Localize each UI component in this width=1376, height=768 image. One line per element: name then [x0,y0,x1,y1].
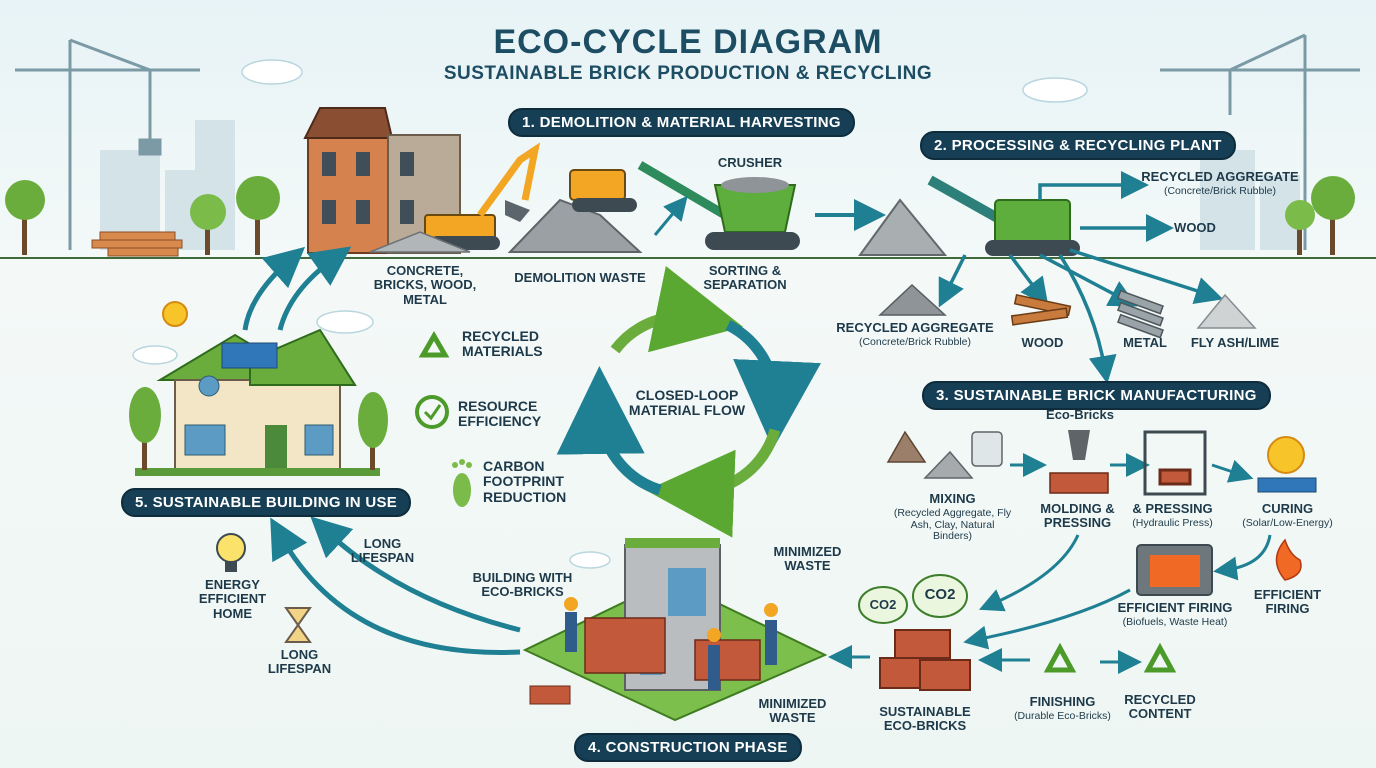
stage-3-label: 3. SUSTAINABLE BRICK MANUFACTURING [922,381,1271,410]
demolition-waste-label: DEMOLITION WASTE [514,270,646,285]
lumber-stack-icon [91,231,183,257]
hydraulic-press-icon [1143,430,1207,496]
hourglass-icon [284,607,312,643]
wood-label: WOOD [1021,335,1064,350]
lightbulb-icon [216,533,246,572]
loader-icon [569,169,637,212]
metal-bars-icon [1116,289,1164,339]
solar-curing-icon [1257,436,1317,493]
recycling-plant-icon [858,175,1080,256]
finishing-label: FINISHING(Durable Eco-Bricks) [1014,694,1111,723]
fly-ash-pile-icon [1196,293,1257,329]
diagram-subtitle: SUSTAINABLE BRICK PRODUCTION & RECYCLING [443,63,933,84]
co2-label-b: CO2 [924,586,956,603]
plant-output-arrows [938,171,1224,384]
house-trees-icon [129,387,388,470]
recycled-aggregate-label: RECYCLED AGGREGATE(Concrete/Brick Rubble… [836,320,994,349]
closed-loop-label: CLOSED-LOOP MATERIAL FLOW [628,387,746,419]
molding-label: MOLDING & PRESSING [1040,501,1115,531]
minimized-waste-top-label: MINIMIZED WASTE [773,544,842,574]
efficient-firing-label: EFFICIENT FIRING(Biofuels, Waste Heat) [1117,600,1233,629]
pressing-label: & PRESSING(Hydraulic Press) [1132,501,1213,530]
kiln-icon [1136,544,1213,596]
co2-cloud-icons [858,574,968,624]
footprint-icon [452,459,472,507]
fly-ash-label: FLY ASH/LIME [1190,335,1280,350]
manufacturing-arrows [828,453,1272,674]
cloud-icons [132,59,1088,569]
eco-bricks-label: Eco-Bricks [1046,407,1114,422]
energy-efficient-home-label: ENERGY EFFICIENT HOME [198,577,267,621]
demolished-building-icon [303,107,461,254]
co2-label-a: CO2 [869,597,897,612]
aggregate-pile-icon [878,283,947,316]
long-lifespan-arrow-label: LONG LIFESPAN [350,536,415,566]
skyline-right [1200,150,1300,250]
stage-1-label: 1. DEMOLITION & MATERIAL HARVESTING [508,108,855,137]
stage-5-label: 5. SUSTAINABLE BUILDING IN USE [121,488,412,517]
mixing-label: MIXING(Recycled Aggregate, Fly Ash, Clay… [893,491,1012,543]
eco-bricks-stack-icon [879,629,971,691]
lifecycle-arrows [242,246,521,655]
recycled-aggregate-top-label: RECYCLED AGGREGATE(Concrete/Brick Rubble… [1141,169,1299,198]
wood-top-label: WOOD [1174,220,1216,235]
long-lifespan-label: LONG LIFESPAN [267,647,332,677]
building-with-eco-bricks-label: BUILDING WITH ECO-BRICKS [472,570,573,600]
demolition-materials-label: CONCRETE, BRICKS, WOOD, METAL [373,263,477,307]
stage-2-label: 2. PROCESSING & RECYCLING PLANT [920,131,1236,160]
wood-planks-icon [1010,294,1072,326]
sorting-label: SORTING & SEPARATION [703,263,787,293]
crusher-label: CRUSHER [717,155,783,170]
tree-icons [5,176,1355,255]
sustainable-eco-bricks-label: SUSTAINABLE ECO-BRICKS [879,704,971,734]
mixing-materials-icon [886,430,1003,479]
recycled-content-label: RECYCLED CONTENT [1124,692,1196,722]
curing-label: CURING(Solar/Low-Energy) [1242,501,1333,530]
closed-loop-icon [556,266,821,538]
efficient-firing-2-label: EFFICIENT FIRING [1253,587,1322,617]
excavator-icon [424,142,541,250]
crusher-machine-icon [637,161,800,250]
rubble-pile-icon [369,198,643,253]
construction-site-icon [522,538,828,722]
flame-icon [1275,538,1302,581]
diagram-title: ECO-CYCLE DIAGRAM [493,23,883,61]
minimized-waste-bottom-label: MINIMIZED WASTE [758,696,827,726]
crane-left-icon [15,38,200,250]
eco-house-icon [135,328,380,476]
sun-icon [162,301,188,327]
worker-icons [564,597,778,690]
resource-efficiency-icon [415,395,449,429]
mold-icon [1049,430,1109,494]
metal-label: METAL [1123,335,1167,350]
benefit-recycled-materials: RECYCLED MATERIALS [462,328,543,360]
benefit-resource-efficiency: RESOURCE EFFICIENCY [458,398,542,430]
arrow-to-crusher [653,195,688,236]
skyline-left [100,120,235,250]
benefit-carbon-reduction: CARBON FOOTPRINT REDUCTION [483,458,567,505]
stage-4-label: 4. CONSTRUCTION PHASE [574,733,802,762]
recycle-icons [418,331,1177,673]
